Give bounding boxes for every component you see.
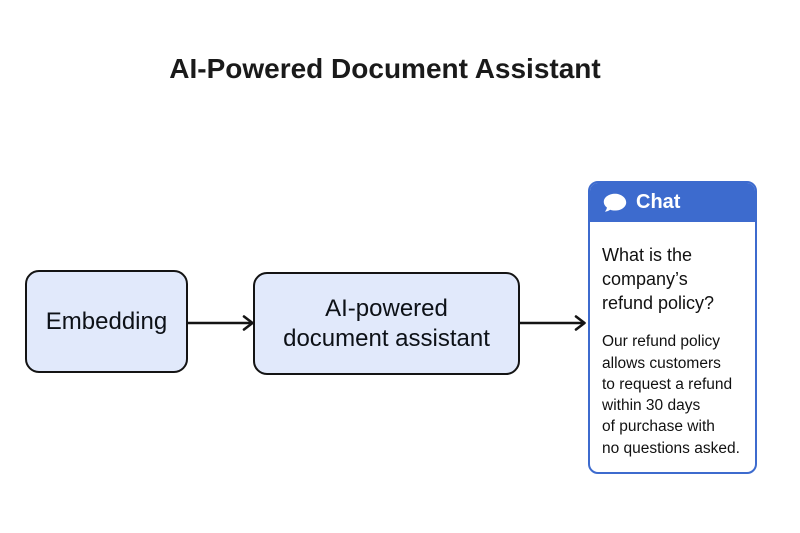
arrow-assistant-to-chat (518, 315, 586, 331)
chat-body: What is the company’s refund policy? Our… (590, 222, 755, 459)
assistant-node-label: AI-powered document assistant (283, 294, 490, 352)
chat-header-title: Chat (636, 191, 681, 213)
chat-answer: Our refund policy allows customers to re… (602, 333, 740, 457)
assistant-node: AI-powered document assistant (253, 272, 520, 375)
chat-panel: Chat What is the company’s refund policy… (588, 181, 757, 474)
chat-header: Chat (590, 183, 755, 222)
embedding-node-label: Embedding (45, 307, 168, 335)
diagram-title: AI-Powered Document Assistant (169, 53, 601, 84)
speech-bubble-icon (603, 193, 627, 213)
embedding-node: Embedding (25, 270, 188, 373)
chat-question: What is the company’s refund policy? (602, 245, 715, 314)
arrow-embedding-to-assistant (186, 315, 254, 331)
